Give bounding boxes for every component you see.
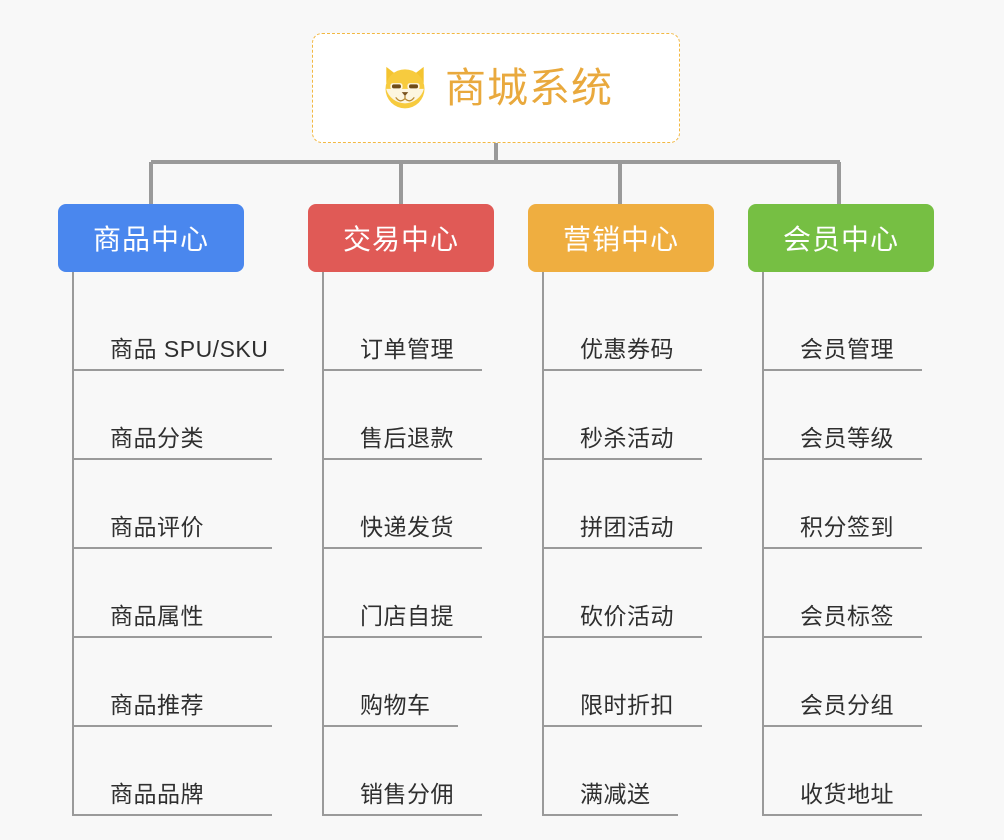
leaf-label: 购物车 (360, 692, 431, 719)
leaf-item[interactable]: 购物车 (324, 638, 458, 727)
leaf-item[interactable]: 快递发货 (324, 460, 482, 549)
leaf-label: 门店自提 (360, 603, 454, 630)
category-header-trade[interactable]: 交易中心 (308, 204, 494, 272)
leaf-label: 会员标签 (800, 603, 894, 630)
category-label: 会员中心 (782, 224, 899, 255)
leaf-list-member: 会员管理 会员等级 积分签到 会员标签 会员分组 收货地址 (762, 272, 968, 816)
leaf-label: 订单管理 (360, 336, 454, 363)
leaf-item[interactable]: 优惠券码 (544, 282, 702, 371)
branch-column-member: 会员中心 会员管理 会员等级 积分签到 会员标签 会员分组 收货地址 (748, 204, 968, 816)
leaf-label: 商品 SPU/SKU (110, 336, 269, 363)
leaf-list-product: 商品 SPU/SKU 商品分类 商品评价 商品属性 商品推荐 商品品牌 (72, 272, 284, 816)
leaf-item[interactable]: 会员分组 (764, 638, 922, 727)
leaf-label: 商品分类 (110, 425, 204, 452)
leaf-label: 优惠券码 (580, 336, 674, 363)
leaf-label: 商品推荐 (110, 692, 204, 719)
leaf-item[interactable]: 会员管理 (764, 282, 922, 371)
category-header-marketing[interactable]: 营销中心 (528, 204, 714, 272)
leaf-label: 商品品牌 (110, 781, 204, 808)
leaf-label: 砍价活动 (580, 603, 674, 630)
category-header-member[interactable]: 会员中心 (748, 204, 934, 272)
leaf-label: 积分签到 (800, 514, 894, 541)
leaf-item[interactable]: 订单管理 (324, 282, 482, 371)
leaf-item[interactable]: 秒杀活动 (544, 371, 702, 460)
leaf-item[interactable]: 商品分类 (74, 371, 272, 460)
branch-column-marketing: 营销中心 优惠券码 秒杀活动 拼团活动 砍价活动 限时折扣 满减送 (528, 204, 748, 816)
leaf-item[interactable]: 积分签到 (764, 460, 922, 549)
leaf-item[interactable]: 砍价活动 (544, 549, 702, 638)
shiba-dog-face-icon (379, 62, 431, 114)
branch-column-product: 商品中心 商品 SPU/SKU 商品分类 商品评价 商品属性 商品推荐 商品品牌 (58, 204, 284, 816)
category-label: 营销中心 (562, 224, 679, 255)
leaf-label: 秒杀活动 (580, 425, 674, 452)
leaf-label: 拼团活动 (580, 514, 674, 541)
root-node[interactable]: 商城系统 (312, 33, 680, 143)
leaf-label: 满减送 (580, 781, 651, 808)
leaf-item[interactable]: 限时折扣 (544, 638, 702, 727)
leaf-label: 销售分佣 (360, 781, 454, 808)
category-label: 交易中心 (342, 224, 459, 255)
leaf-item[interactable]: 商品推荐 (74, 638, 272, 727)
leaf-item[interactable]: 门店自提 (324, 549, 482, 638)
leaf-item[interactable]: 商品品牌 (74, 727, 272, 816)
leaf-label: 商品评价 (110, 514, 204, 541)
leaf-label: 限时折扣 (580, 692, 674, 719)
leaf-label: 售后退款 (360, 425, 454, 452)
leaf-item[interactable]: 售后退款 (324, 371, 482, 460)
leaf-item[interactable]: 满减送 (544, 727, 678, 816)
leaf-label: 商品属性 (110, 603, 204, 630)
leaf-item[interactable]: 拼团活动 (544, 460, 702, 549)
leaf-item[interactable]: 收货地址 (764, 727, 922, 816)
leaf-label: 会员管理 (800, 336, 894, 363)
leaf-item[interactable]: 商品属性 (74, 549, 272, 638)
root-title: 商城系统 (445, 64, 613, 111)
leaf-item[interactable]: 销售分佣 (324, 727, 482, 816)
leaf-item[interactable]: 会员标签 (764, 549, 922, 638)
leaf-label: 会员等级 (800, 425, 894, 452)
leaf-label: 收货地址 (800, 781, 894, 808)
leaf-label: 快递发货 (360, 514, 454, 541)
leaf-item[interactable]: 商品评价 (74, 460, 272, 549)
branch-column-trade: 交易中心 订单管理 售后退款 快递发货 门店自提 购物车 销售分佣 (308, 204, 528, 816)
leaf-list-trade: 订单管理 售后退款 快递发货 门店自提 购物车 销售分佣 (322, 272, 528, 816)
category-header-product[interactable]: 商品中心 (58, 204, 244, 272)
leaf-label: 会员分组 (800, 692, 894, 719)
leaf-item[interactable]: 商品 SPU/SKU (74, 282, 284, 371)
category-label: 商品中心 (92, 224, 209, 255)
leaf-item[interactable]: 会员等级 (764, 371, 922, 460)
leaf-list-marketing: 优惠券码 秒杀活动 拼团活动 砍价活动 限时折扣 满减送 (542, 272, 748, 816)
